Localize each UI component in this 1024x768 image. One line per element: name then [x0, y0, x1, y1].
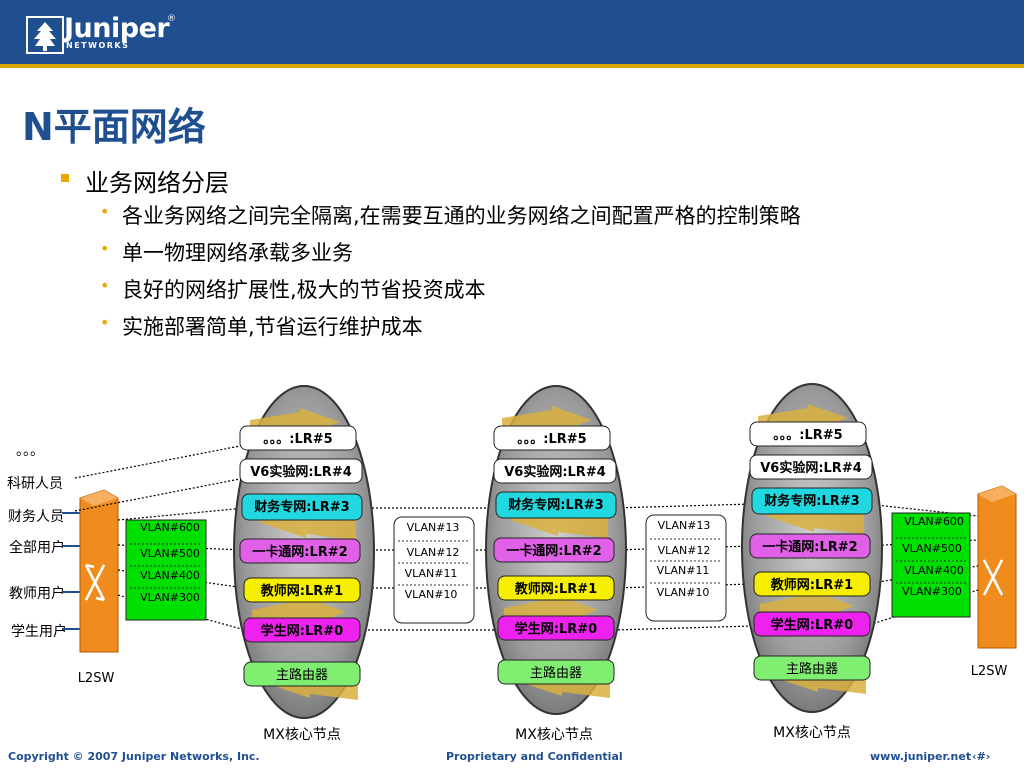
lr-label: 教师网:LR#1	[514, 581, 597, 597]
node-label: MX核心节点	[773, 725, 851, 741]
left-vlan-label: VLAN#600	[140, 521, 200, 534]
lr-label: 一卡通网:LR#2	[506, 543, 601, 559]
node-label: MX核心节点	[515, 727, 593, 743]
user-label-research: 科研人员	[7, 476, 63, 492]
lr-label: 教师网:LR#1	[260, 583, 343, 599]
logo-subtitle: NETWORKS	[66, 41, 130, 50]
mx-core-node-3: 。。。:LR#5 V6实验网:LR#4 财务专网:LR#3 一卡通网:LR#2 …	[741, 383, 883, 713]
lr-label: 。。。:LR#5	[517, 432, 586, 447]
mx-core-node-1: 。。。:LR#5 V6实验网:LR#4 财务专网:LR#3 一卡通网:LR#2 …	[233, 385, 375, 719]
page-title: N平面网络	[22, 105, 206, 149]
left-vlan-group	[125, 519, 207, 621]
lr-label: 财务专网:LR#3	[508, 497, 603, 513]
dot-bullet-icon: •	[100, 313, 110, 332]
logo-text: Juniper	[64, 13, 170, 44]
main-router-label: 主路由器	[530, 665, 582, 681]
left-vlan-label: VLAN#300	[140, 591, 200, 604]
sub-bullet: • 各业务网络之间完全隔离,在需要互通的业务网络之间配置严格的控制策略	[100, 200, 801, 230]
right-switch-label: L2SW	[971, 664, 1008, 679]
lr-label: 财务专网:LR#3	[254, 499, 349, 515]
network-diagram: 。。。 科研人员 财务人员 全部用户 教师用户 学生用户 L2SW L2SW	[7, 383, 1017, 743]
juniper-tree-icon	[26, 16, 64, 54]
sub-bullet: • 实施部署简单,节省运行维护成本	[100, 311, 423, 341]
mid-vlan-label: VLAN#10	[657, 586, 710, 599]
left-vlan-label: VLAN#500	[140, 547, 200, 560]
lr-label: 学生网:LR#0	[261, 623, 343, 639]
right-l2-switch-icon	[977, 485, 1017, 649]
lr-label: 。。。:LR#5	[773, 428, 842, 443]
header-accent-line	[0, 64, 1024, 68]
right-vlan-group	[891, 512, 971, 618]
mid-vlan-label: VLAN#10	[405, 588, 458, 601]
mid-vlan-label: VLAN#13	[658, 519, 711, 532]
main-router-label: 主路由器	[786, 661, 838, 677]
left-switch-label: L2SW	[78, 671, 115, 686]
dot-bullet-icon: •	[100, 276, 110, 295]
lr-label: 一卡通网:LR#2	[762, 539, 857, 555]
user-label-student: 学生用户	[11, 623, 67, 640]
mid-vlan-label: VLAN#13	[407, 521, 460, 534]
vlan-link-1: VLAN#13 VLAN#12 VLAN#11 VLAN#10	[393, 516, 475, 624]
footer-copyright: Copyright © 2007 Juniper Networks, Inc.	[8, 750, 260, 763]
lr-label: 财务专网:LR#3	[764, 493, 859, 509]
square-bullet-icon	[61, 174, 69, 182]
dot-bullet-icon: •	[100, 202, 110, 221]
lr-label: 教师网:LR#1	[770, 577, 853, 593]
lr-label: V6实验网:LR#4	[504, 464, 606, 480]
footer-confidential: Proprietary and Confidential	[446, 750, 623, 763]
user-label-finance: 财务人员	[8, 509, 64, 525]
mid-vlan-label: VLAN#12	[407, 546, 460, 559]
dot-bullet-icon: •	[100, 239, 110, 258]
mid-vlan-label: VLAN#11	[657, 564, 710, 577]
right-vlan-label: VLAN#400	[904, 564, 964, 577]
lr-label: 一卡通网:LR#2	[252, 544, 347, 560]
left-vlan-label: VLAN#400	[140, 569, 200, 582]
mx-core-node-2: 。。。:LR#5 V6实验网:LR#4 财务专网:LR#3 一卡通网:LR#2 …	[485, 385, 627, 715]
vlan-link-2: VLAN#13 VLAN#12 VLAN#11 VLAN#10	[645, 514, 727, 622]
user-port-ticks	[62, 512, 80, 630]
bullet-main: 业务网络分层	[61, 163, 229, 198]
right-vlan-label: VLAN#500	[902, 542, 962, 555]
lr-label: 学生网:LR#0	[515, 621, 597, 637]
mid-vlan-label: VLAN#11	[405, 567, 458, 580]
footer-url[interactable]: www.juniper.net	[870, 750, 972, 763]
header-bar	[0, 0, 1024, 64]
sub-bullet-text: 良好的网络扩展性,极大的节省投资成本	[122, 278, 486, 302]
lr-label: V6实验网:LR#4	[760, 460, 862, 476]
sub-bullet: • 良好的网络扩展性,极大的节省投资成本	[100, 274, 486, 304]
sub-bullet-text: 实施部署简单,节省运行维护成本	[122, 315, 423, 339]
lr-label: V6实验网:LR#4	[250, 464, 352, 480]
logo-registered-mark: ®	[167, 14, 176, 24]
user-label-all: 全部用户	[9, 539, 65, 556]
user-label-others: 。。。	[16, 443, 44, 459]
bullet-main-text: 业务网络分层	[85, 169, 229, 197]
sub-bullet: • 单一物理网络承载多业务	[100, 237, 353, 267]
footer-page-number: ‹#›	[972, 750, 991, 763]
node-label: MX核心节点	[263, 727, 341, 743]
user-label-teacher: 教师用户	[9, 585, 65, 602]
right-vlan-label: VLAN#600	[904, 515, 964, 528]
sub-bullet-text: 各业务网络之间完全隔离,在需要互通的业务网络之间配置严格的控制策略	[122, 204, 801, 228]
mid-vlan-label: VLAN#12	[658, 544, 711, 557]
lr-label: 学生网:LR#0	[771, 617, 853, 633]
left-l2-switch-icon	[79, 489, 119, 653]
right-vlan-label: VLAN#300	[902, 585, 962, 598]
sub-bullet-text: 单一物理网络承载多业务	[122, 241, 353, 265]
main-router-label: 主路由器	[276, 667, 328, 683]
lr-label: 。。。:LR#5	[263, 432, 332, 447]
